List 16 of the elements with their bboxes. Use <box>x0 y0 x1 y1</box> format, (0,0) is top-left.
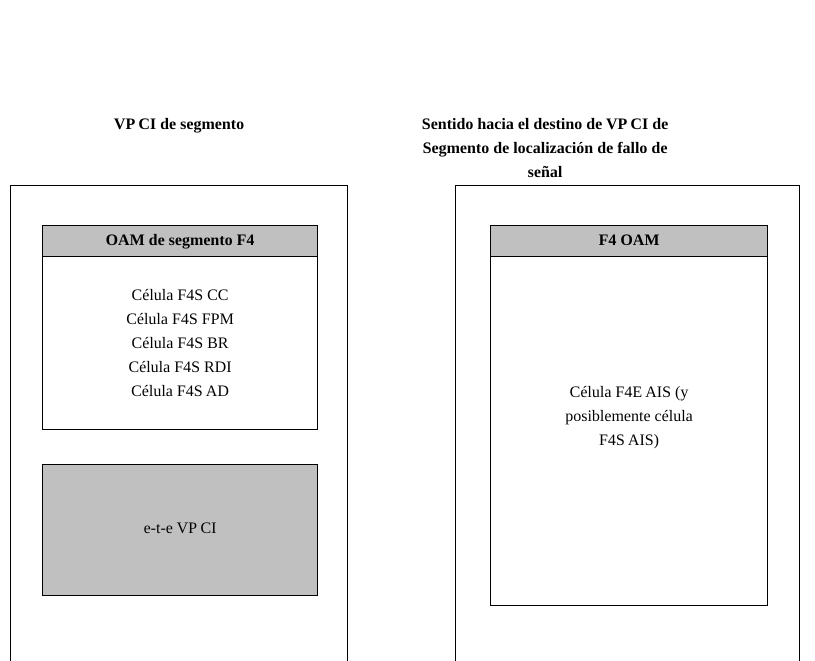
cell-type-text: Célula F4S CC <box>130 286 230 306</box>
cell-type-text: Célula F4S FPM <box>125 310 235 330</box>
oam-box <box>42 225 318 430</box>
cell-type-text: Célula F4S BR <box>130 334 230 354</box>
box-header: OAM de segmento F4 <box>43 226 317 257</box>
shaded-box <box>42 464 318 596</box>
panel-heading: Sentido hacia el destino de VP CI de Segmento de localización de fallo de señal <box>420 115 670 183</box>
panel-frame <box>455 185 800 661</box>
box-header: F4 OAM <box>491 226 767 257</box>
cell-type-text: Célula F4S AD <box>130 382 230 402</box>
oam-box <box>490 225 768 606</box>
cell-type-text: Célula F4S RDI <box>127 358 233 378</box>
panel-heading: VP CI de segmento <box>112 115 246 135</box>
box-text: e-t-e VP CI <box>142 519 218 539</box>
panel-frame <box>10 185 348 661</box>
cell-type-text: Célula F4E AIS (y posiblemente célula F4S AIS) <box>564 383 694 451</box>
